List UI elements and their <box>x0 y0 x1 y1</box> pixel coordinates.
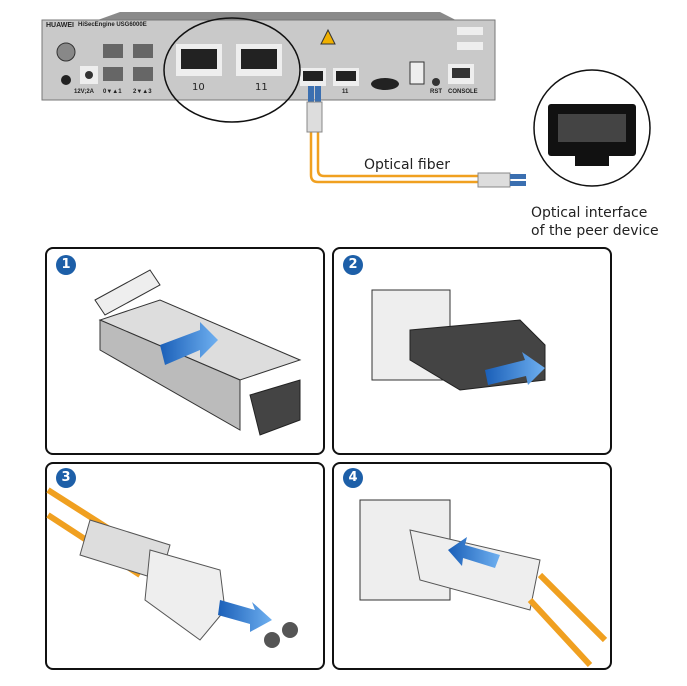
power-label: 12V;2A <box>74 89 95 95</box>
step-2-badge: 2 <box>343 255 363 275</box>
port-label: 0▼▲1 <box>103 89 122 95</box>
step-4-badge: 4 <box>343 468 363 488</box>
remove-arrow-icon <box>485 352 545 385</box>
step-3-badge: 3 <box>56 468 76 488</box>
step1-sfp-insert-illustration <box>94 269 302 436</box>
peer-interface-label: Optical interface <box>531 205 648 221</box>
port-label-11: 11 <box>255 82 268 93</box>
port-label-10: 10 <box>192 82 205 93</box>
device-brand: HUAWEI <box>46 22 74 29</box>
rst-label: RST <box>430 89 442 95</box>
console-label: CONSOLE <box>448 89 478 95</box>
highlight-ellipse <box>163 17 301 123</box>
ground-screw-icon <box>56 42 76 62</box>
step2-dust-plug-removal-illustration <box>371 289 546 391</box>
pull-arrow-icon <box>218 600 272 632</box>
insert-arrow-icon <box>160 322 218 365</box>
peer-interface-label-line2: of the peer device <box>531 223 659 239</box>
device-model: HiSecEngine USG6000E <box>78 22 147 28</box>
optical-fiber-cable <box>306 86 526 188</box>
step4-connector-insert-illustration <box>359 499 608 668</box>
port-label: 11 <box>342 89 349 95</box>
ethernet-ports <box>103 44 153 81</box>
step3-connector-cap-removal-illustration <box>46 487 298 648</box>
push-arrow-icon <box>448 537 500 568</box>
port-label: 2▼▲3 <box>133 89 152 95</box>
warning-icon <box>320 28 336 45</box>
step-1-badge: 1 <box>56 255 76 275</box>
optical-fiber-label: Optical fiber <box>364 157 450 173</box>
